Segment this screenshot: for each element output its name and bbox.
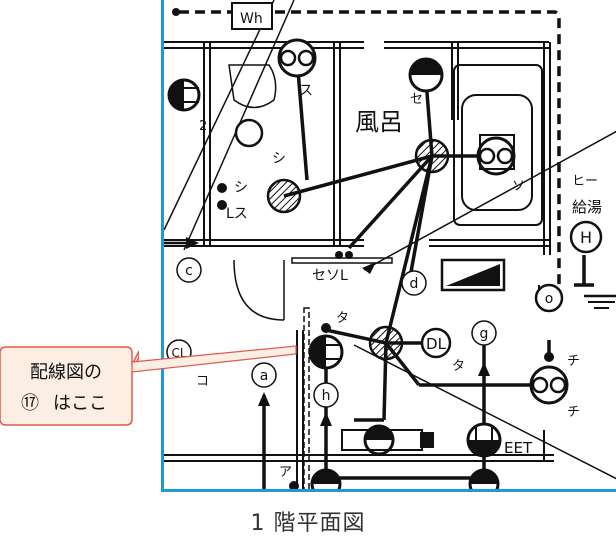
circle-d: d bbox=[410, 276, 419, 292]
door-swing bbox=[233, 259, 285, 321]
callout-pointer bbox=[131, 345, 297, 373]
arrows bbox=[186, 237, 490, 426]
kana-shi-upper: シ bbox=[272, 151, 286, 167]
junction-dots bbox=[217, 183, 554, 489]
water-heater-symbol: H bbox=[580, 228, 592, 247]
kana-se-so-l: セソL bbox=[312, 268, 348, 284]
label-circles bbox=[166, 220, 603, 408]
toilet-fixture bbox=[228, 64, 277, 109]
kana-chi-lower: チ bbox=[567, 405, 580, 420]
water-heater-label-2: 給湯 bbox=[572, 198, 602, 216]
junction-dot bbox=[172, 8, 180, 16]
callout-bubble: 配線図の ⑰ はここ bbox=[0, 346, 139, 426]
circle-o: o bbox=[545, 291, 554, 307]
kana-shi-lower: シ bbox=[234, 180, 248, 196]
ceiling-lamps bbox=[266, 138, 450, 361]
kana-su: ス bbox=[299, 83, 313, 99]
outlets bbox=[277, 38, 569, 405]
circle-h: h bbox=[322, 388, 331, 404]
bathtub-inner bbox=[461, 94, 533, 211]
callout-line-1: 配線図の bbox=[30, 362, 102, 383]
circle-c: c bbox=[185, 263, 193, 279]
kana-ta-upper: タ bbox=[336, 311, 349, 326]
page-caption: 1 階平面図 bbox=[250, 511, 366, 536]
half-filled-fixtures bbox=[167, 57, 502, 489]
kana-ko: コ bbox=[196, 374, 209, 389]
callout-line-2: はここ bbox=[53, 393, 107, 414]
callout-number: ⑰ bbox=[21, 393, 39, 414]
floor-plan-frame: Wh 風呂 ヒー 給湯 H DL EET 2 c d g h a CL o ス … bbox=[161, 0, 616, 492]
kana-se: セ bbox=[410, 92, 423, 107]
kana-chi-upper: チ bbox=[567, 354, 580, 369]
circle-a: a bbox=[260, 368, 269, 384]
wiring-floor-plan: Wh 風呂 ヒー 給湯 H DL EET 2 c d g h a CL o ス … bbox=[164, 0, 616, 489]
bath-label: 風呂 bbox=[355, 108, 403, 136]
wall-segment bbox=[291, 257, 393, 264]
number-2: 2 bbox=[199, 119, 207, 134]
dashed-boundary bbox=[179, 10, 561, 290]
dl-label: DL bbox=[426, 335, 447, 353]
watt-hour-meter bbox=[231, 2, 273, 30]
kana-so: ソ bbox=[512, 179, 525, 194]
bathtub-outline bbox=[453, 64, 543, 226]
kana-a: ア bbox=[279, 465, 292, 480]
circle-g: g bbox=[480, 326, 489, 342]
water-heater-label-1: ヒー bbox=[572, 174, 598, 189]
partition-wall bbox=[303, 307, 310, 489]
kana-ta-lower: タ bbox=[452, 359, 465, 374]
kana-l-su: Lス bbox=[226, 206, 248, 222]
eet-label: EET bbox=[504, 439, 533, 457]
meter-label: Wh bbox=[240, 11, 263, 27]
